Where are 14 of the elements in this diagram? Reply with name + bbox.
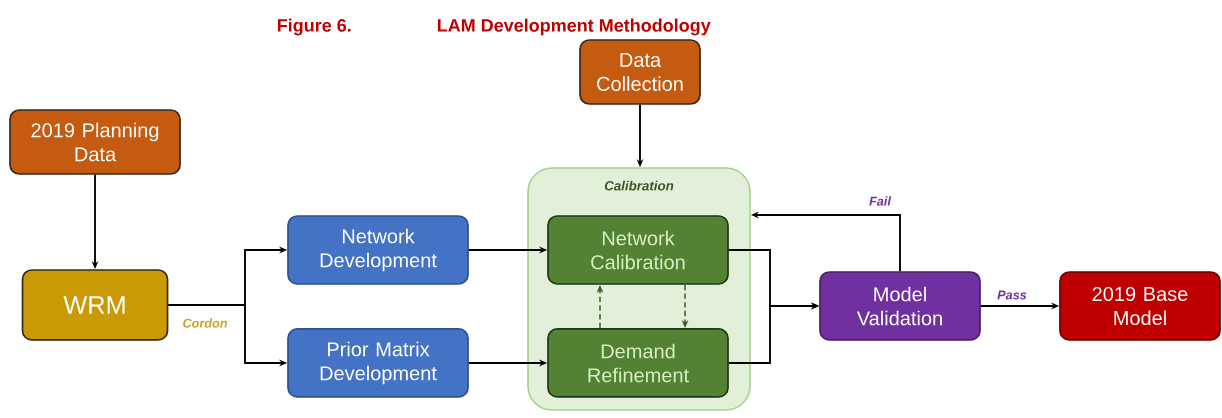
process-box: Prior Matrix Development [287, 328, 469, 398]
process-box: Demand Refinement [547, 328, 729, 398]
figure-title: LAM Development Methodology [437, 18, 711, 36]
process-box: Model Validation [819, 271, 981, 341]
process-box: 2019 Base Model [1059, 271, 1221, 341]
edge-label: Fail [867, 195, 893, 207]
figure-number: Figure 6. [277, 18, 351, 36]
process-box: Network Development [287, 215, 469, 285]
edge-label: Cordon [181, 317, 229, 329]
process-box: 2019 Planning Data [9, 109, 181, 175]
process-box: Network Calibration [547, 215, 729, 285]
process-box: Data Collection [579, 39, 701, 105]
edge-label: Pass [995, 289, 1029, 301]
process-box: WRM [21, 269, 169, 341]
